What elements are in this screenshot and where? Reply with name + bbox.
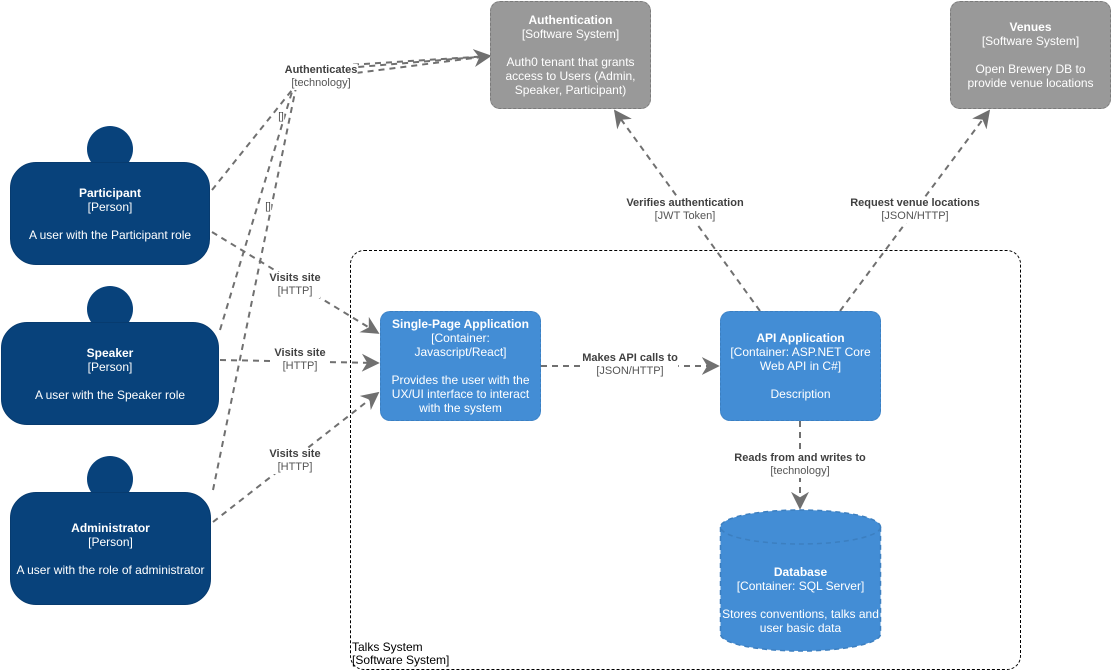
speaker-desc: A user with the Speaker role: [34, 387, 186, 402]
venues-request-tech: [JSON/HTTP]: [881, 210, 949, 222]
authentication-type: [Software System]: [521, 27, 620, 41]
verifies-label: Verifies authentication: [626, 197, 744, 209]
administrator-desc: A user with the role of administrator: [16, 562, 205, 577]
auth-mark-2: []: [265, 201, 271, 213]
boundary-name: Talks System: [352, 640, 423, 654]
authenticates-tech: [technology]: [291, 77, 351, 89]
edge-label-verifies: Verifies authentication [JWT Token]: [626, 197, 744, 223]
visits-participant-tech: [HTTP]: [277, 285, 313, 297]
boundary-label: Talks System [Software System]: [352, 641, 449, 667]
venues-type: [Software System]: [981, 34, 1080, 48]
database-type: [Container: SQL Server]: [736, 579, 865, 593]
system-boundary: [350, 250, 1021, 670]
api-calls-label: Makes API calls to: [582, 352, 678, 364]
spa-type: [Container: Javascript/React]: [414, 331, 507, 359]
edge-label-visits-speaker: Visits site [HTTP]: [274, 347, 326, 373]
edge-label-visits-participant: Visits site [HTTP]: [269, 272, 321, 298]
visits-speaker-label: Visits site: [274, 347, 326, 359]
auth-mark-1: []: [278, 111, 284, 123]
db-rw-tech: [technology]: [770, 465, 830, 477]
db-rw-label: Reads from and writes to: [734, 452, 866, 464]
authenticates-label: Authenticates: [284, 64, 358, 76]
authentication-desc: Auth0 tenant that grants access to Users…: [505, 55, 636, 97]
visits-admin-label: Visits site: [269, 448, 321, 460]
edge-participant-auth: [211, 49, 492, 191]
api-desc: Description: [770, 387, 831, 401]
database-cylinder-icon: [719, 509, 882, 652]
visits-admin-tech: [HTTP]: [277, 461, 313, 473]
spa-desc: Provides the user with the UX/UI interfa…: [391, 373, 530, 415]
speaker-type: [Person]: [87, 359, 133, 374]
api-name: API Application: [756, 331, 845, 345]
venues-node[interactable]: Venues [Software System] Open Brewery DB…: [950, 1, 1111, 109]
speaker-node[interactable]: Speaker [Person] A user with the Speaker…: [1, 322, 219, 425]
spa-name: Single-Page Application: [392, 317, 529, 331]
spa-node[interactable]: Single-Page Application [Container: Java…: [380, 311, 541, 421]
database-name: Database: [773, 565, 828, 579]
participant-desc: A user with the Participant role: [28, 227, 192, 242]
api-type: [Container: ASP.NET Core Web API in C#]: [730, 345, 871, 373]
participant-node[interactable]: Participant [Person] A user with the Par…: [10, 162, 210, 265]
edge-label-visits-admin: Visits site [HTTP]: [269, 448, 321, 474]
participant-name: Participant: [78, 185, 141, 200]
venues-request-label: Request venue locations: [850, 197, 980, 209]
administrator-name: Administrator: [71, 520, 150, 535]
administrator-node[interactable]: Administrator [Person] A user with the r…: [10, 492, 211, 605]
database-desc: Stores conventions, talks and user basic…: [722, 607, 879, 635]
edge-label-db: Reads from and writes to [technology]: [734, 452, 866, 478]
participant-type: [Person]: [87, 199, 133, 214]
api-node[interactable]: API Application [Container: ASP.NET Core…: [720, 311, 881, 421]
visits-speaker-tech: [HTTP]: [282, 360, 318, 372]
api-calls-tech: [JSON/HTTP]: [596, 365, 664, 377]
authentication-node[interactable]: Authentication [Software System] Auth0 t…: [490, 1, 651, 109]
edge-label-authenticates: Authenticates [technology]: [284, 64, 358, 90]
edge-label-auth-mark-1: []: [278, 110, 284, 124]
visits-participant-label: Visits site: [269, 272, 321, 284]
edge-label-auth-mark-2: []: [265, 200, 271, 214]
administrator-type: [Person]: [88, 534, 133, 549]
verifies-tech: [JWT Token]: [654, 210, 716, 222]
speaker-name: Speaker: [86, 345, 134, 360]
venues-desc: Open Brewery DB to provide venue locatio…: [967, 62, 1094, 90]
edge-label-api-calls: Makes API calls to [JSON/HTTP]: [582, 352, 678, 378]
edge-label-venues: Request venue locations [JSON/HTTP]: [850, 197, 980, 223]
authentication-name: Authentication: [528, 13, 613, 27]
venues-name: Venues: [1009, 20, 1052, 34]
boundary-type: [Software System]: [352, 653, 450, 667]
database-node[interactable]: Database [Container: SQL Server] Stores …: [720, 556, 881, 652]
